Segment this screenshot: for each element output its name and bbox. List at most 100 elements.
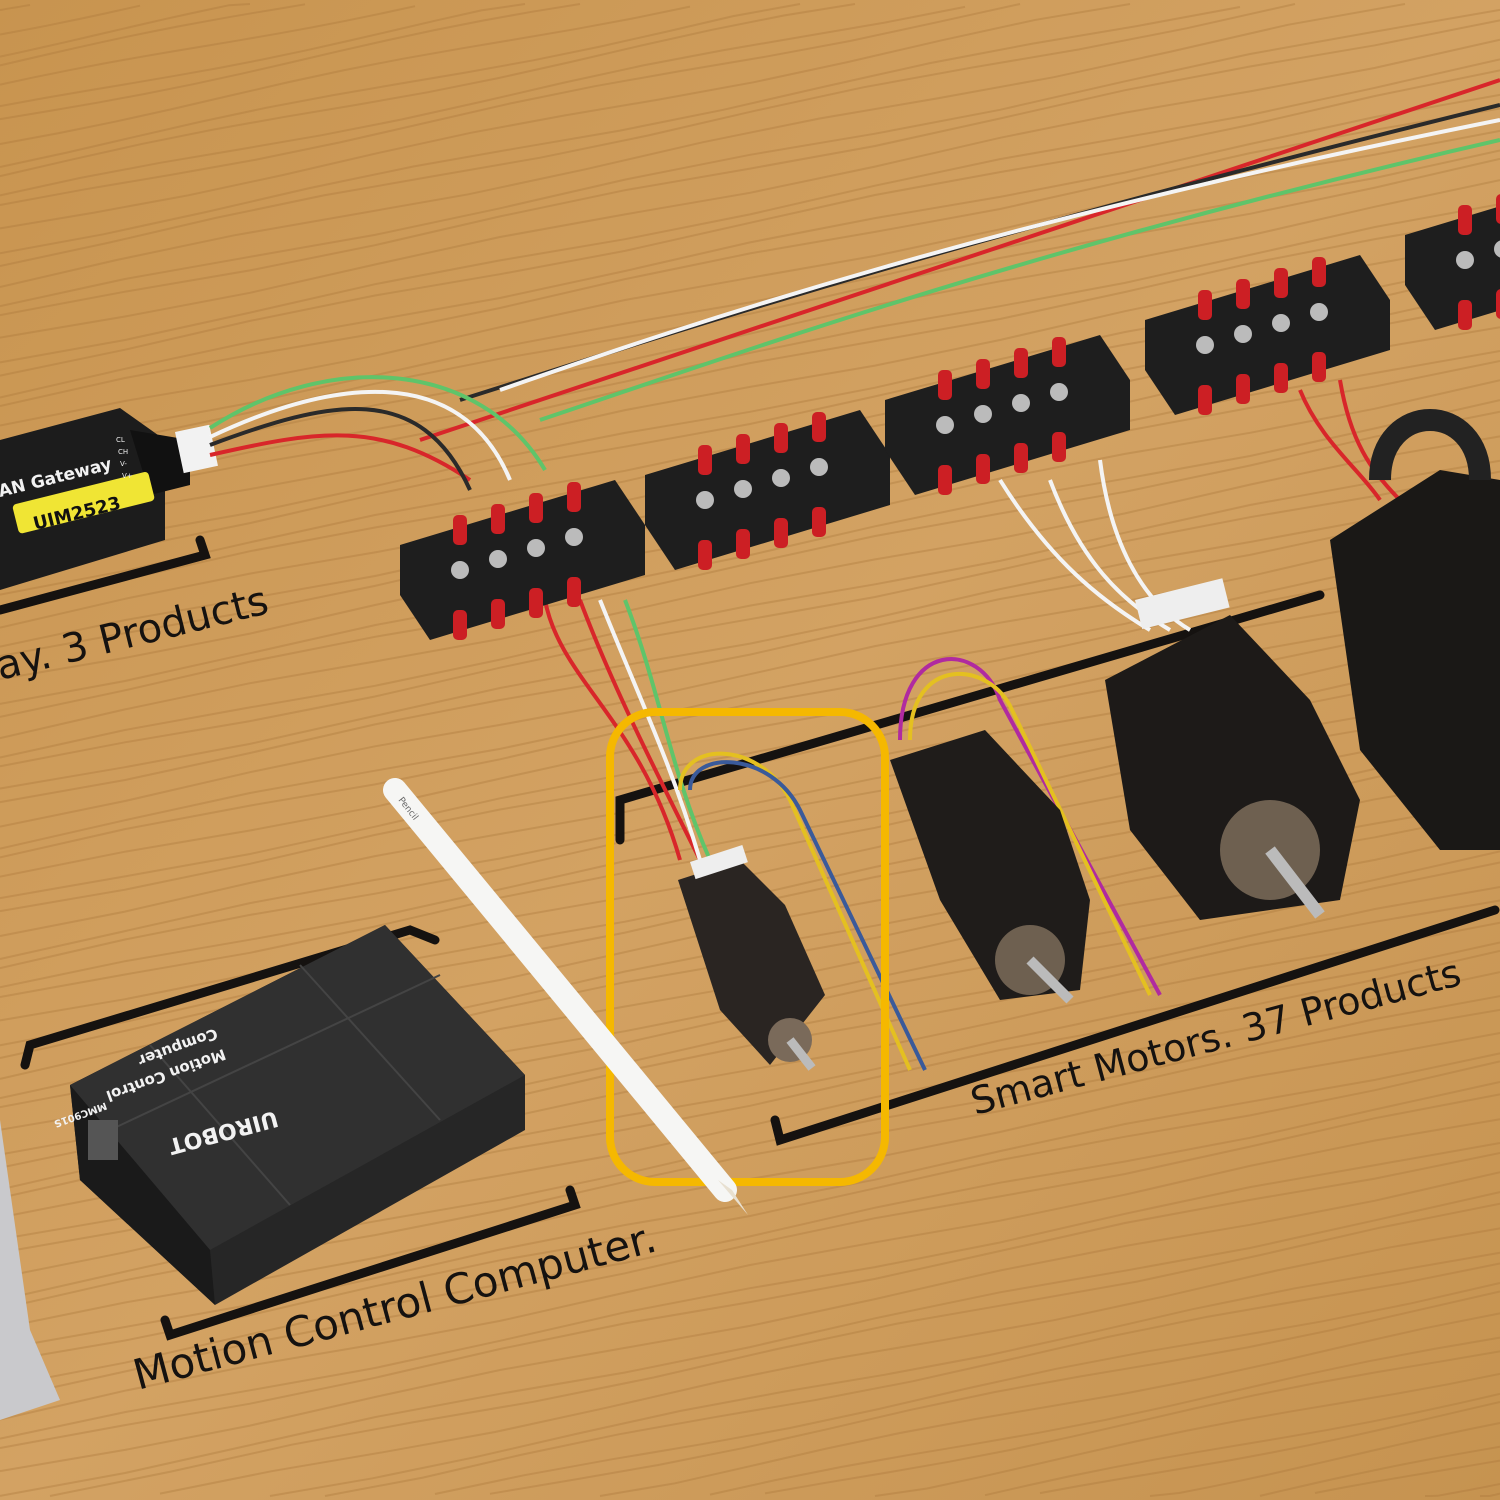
terminal-screw [1456,251,1474,269]
caption-brackets [0,535,1500,1341]
terminal-screw [936,416,954,434]
ferrule [567,577,581,607]
bus-wires [208,78,1500,1071]
grain-line [0,1191,1500,1497]
ferrule [567,482,581,512]
ferrule [1274,363,1288,393]
grain-line [0,5,966,197]
smart-motor-xlarge [1330,409,1500,850]
terminal-screw [1310,303,1328,321]
grain-line [0,580,1500,878]
grain-line [0,3,1131,230]
grain-line [159,1227,1500,1495]
terminal-block [645,410,890,570]
ferrule [1458,205,1472,235]
apple-pencil: Pencil [383,778,748,1215]
grain-line [0,410,1500,718]
terminal-block-body [1145,255,1390,415]
terminal-screw [1050,383,1068,401]
grain-line [0,8,1500,308]
terminal-screw [974,405,992,423]
terminal-block-body [645,410,890,570]
ferrule [976,454,990,484]
grain-line [0,5,416,86]
terminal-screw [696,491,714,509]
grain-line [0,93,1500,399]
terminal-screw [1494,240,1500,258]
laptop-edge [0,1120,60,1420]
grain-line [0,58,1500,364]
grain-line [0,4,141,36]
ferrule [1236,279,1250,309]
grain-line [269,1251,1500,1497]
pin-label-v-plus: V+ [122,472,133,480]
ferrule [1052,432,1066,462]
terminal-screw [489,550,507,568]
grain-line [0,1060,1500,1363]
ferrule [774,518,788,548]
terminal-screw [451,561,469,579]
grain-line [0,4,31,11]
ferrule [812,412,826,442]
grain-line [0,399,1500,705]
grain-line [0,107,1500,407]
terminal-screw [1196,336,1214,354]
grain-line [1480,1492,1500,1497]
grain-line [1149,1422,1500,1497]
grain-line [0,129,1500,427]
grain-line [0,3,801,168]
grain-line [0,38,1500,339]
ferrule [938,370,952,400]
grain-line [434,1282,1500,1495]
grain-line [0,3,1021,206]
pin-label-cl: CL [116,436,125,444]
terminal-screw [810,458,828,476]
terminal-screw [527,539,545,557]
terminal-block [885,335,1130,495]
grain-line [0,1081,1500,1388]
ferrule [1496,289,1500,319]
ferrule [491,504,505,534]
grain-line [0,3,1296,267]
ferrule [736,434,750,464]
grain-line [0,69,1500,377]
ferrule [938,465,952,495]
grain-line [1259,1445,1500,1497]
grain-line [0,1142,1500,1440]
can-gateway-device: AN Gateway UIM2523 CL CH V- V+ [0,408,218,590]
ferrule [453,515,467,545]
grain-line [1314,1459,1500,1494]
terminal-block-body [400,480,645,640]
grain-line [0,6,1241,255]
grain-line [0,435,1500,740]
terminal-screw [1272,314,1290,332]
grain-line [0,3,251,58]
grain-line [0,157,1500,462]
grain-line [0,1118,1500,1421]
grain-line [0,3,856,178]
grain-line [0,459,1500,759]
ferrule [1236,374,1250,404]
grain-line [1425,1483,1500,1497]
ferrule [1052,337,1066,367]
grain-line [874,1372,1500,1497]
grain-line [0,1093,1500,1400]
pin-label-v-minus: V- [120,460,127,468]
grain-line [599,1312,1500,1497]
grain-line [1039,1401,1500,1495]
grain-line [709,1336,1500,1496]
ferrule [1312,257,1326,287]
ferrule [1274,268,1288,298]
terminal-block [400,480,645,640]
motion-control-computer: UIROBOT Motion Control Computer MMC901S [52,925,525,1305]
ferrule [1458,300,1472,330]
ferrule [812,507,826,537]
terminal-block-body [885,335,1130,495]
ferrule [529,588,543,618]
terminal-screw [1012,394,1030,412]
ferrule [491,599,505,629]
ferrule [1198,290,1212,320]
ferrule [774,423,788,453]
ferrule [529,493,543,523]
